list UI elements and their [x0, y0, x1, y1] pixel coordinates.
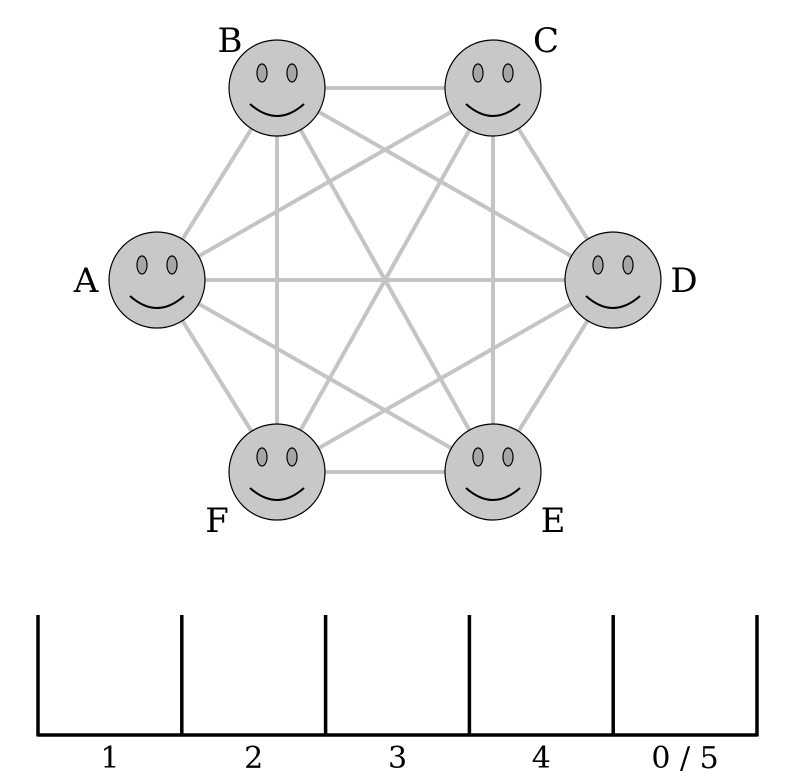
slot-label-1: 1	[100, 741, 119, 776]
numbered-slots: 1 2 3 4 0 / 5	[36, 615, 759, 776]
node-label-d: D	[670, 261, 697, 301]
smile-mouth	[249, 103, 305, 117]
face-circle	[108, 231, 206, 329]
node-c: C	[444, 21, 559, 137]
edge-a-e	[156, 278, 494, 474]
smile-mouth	[585, 295, 641, 309]
left-eye	[256, 447, 268, 467]
smile-mouth	[465, 487, 521, 501]
right-eye	[622, 255, 634, 275]
slot-label-3: 3	[388, 741, 407, 776]
slot-label-4: 4	[532, 741, 551, 776]
right-eye	[286, 447, 298, 467]
right-eye	[286, 63, 298, 83]
node-label-f: F	[205, 501, 229, 541]
face-circle	[228, 423, 326, 521]
smiley-face-icon	[444, 423, 542, 521]
face-circle	[444, 423, 542, 521]
left-eye	[592, 255, 604, 275]
edge-d-f	[276, 278, 614, 474]
left-eye	[472, 63, 484, 83]
node-label-a: A	[73, 261, 99, 301]
graph-nodes: A B C D E F	[73, 21, 698, 541]
node-f: F	[205, 423, 326, 541]
edge-c-f	[275, 87, 495, 473]
node-d: D	[564, 231, 698, 329]
node-label-c: C	[533, 21, 559, 61]
node-a: A	[73, 231, 206, 329]
graph-edges	[155, 86, 615, 474]
node-label-e: E	[541, 501, 566, 541]
smiley-face-icon	[444, 39, 542, 137]
slot-label-2: 2	[244, 741, 263, 776]
smiley-face-icon	[228, 39, 326, 137]
node-b: B	[218, 21, 326, 137]
left-eye	[256, 63, 268, 83]
left-eye	[136, 255, 148, 275]
right-eye	[166, 255, 178, 275]
smiley-face-icon	[564, 231, 662, 329]
right-eye	[502, 63, 514, 83]
left-eye	[472, 447, 484, 467]
node-label-b: B	[218, 21, 243, 61]
smile-mouth	[129, 295, 185, 309]
face-circle	[228, 39, 326, 137]
smiley-face-icon	[228, 423, 326, 521]
node-e: E	[444, 423, 566, 541]
smile-mouth	[465, 103, 521, 117]
slot-label-5: 0 / 5	[651, 741, 718, 776]
edge-a-c	[156, 86, 494, 282]
smile-mouth	[249, 487, 305, 501]
right-eye	[502, 447, 514, 467]
smiley-face-icon	[108, 231, 206, 329]
edge-b-d	[276, 86, 614, 282]
face-circle	[444, 39, 542, 137]
face-circle	[564, 231, 662, 329]
